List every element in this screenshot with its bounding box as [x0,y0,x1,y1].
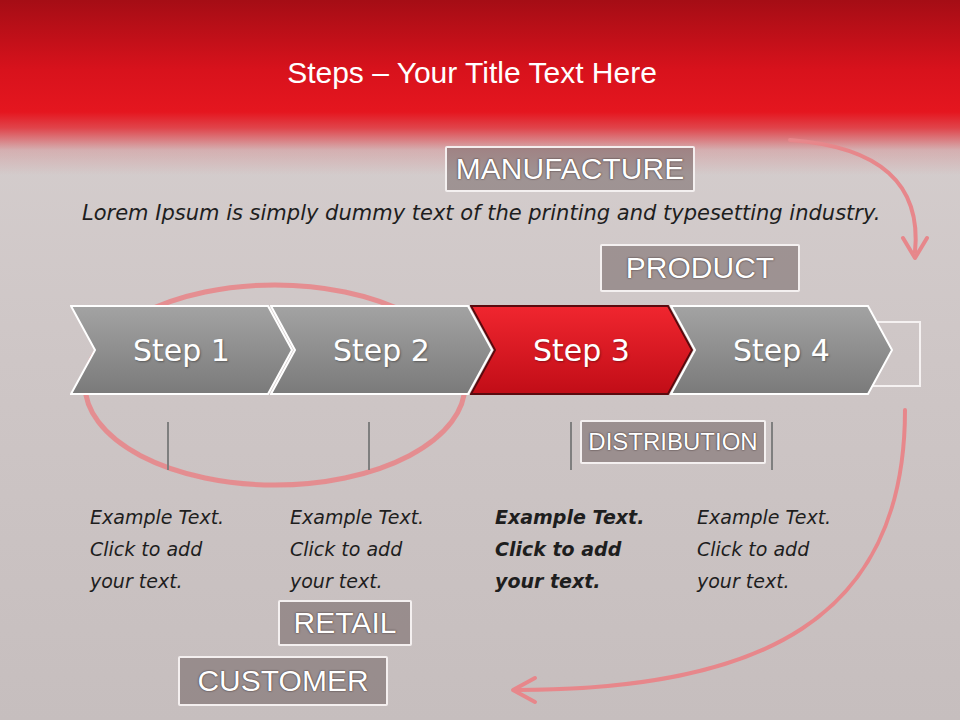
label-holder: Example Text. Click to add your text. [697,501,845,597]
step-label: Step 4 [733,333,830,368]
chalk-word: DISTRIBUTION [588,422,757,462]
step-description: Example Text. Click to add your text. [90,501,238,597]
leader-tick [771,422,773,470]
chalk-arrowhead [903,238,927,258]
label-holder: Example Text. Click to add your text. [290,501,438,597]
step-chevron: Step 2 [270,305,493,395]
chalk-word: MANUFACTURE [456,148,684,190]
label-holder: Lorem Ipsum is simply dummy text of the … [82,195,886,231]
step-label: Step 1 [133,333,230,368]
chalk-box: PRODUCT [600,244,800,292]
intro-text: Lorem Ipsum is simply dummy text of the … [82,195,886,231]
step-chevron: Step 4 [670,305,893,395]
chalk-word: PRODUCT [626,246,774,290]
title-holder: Steps – Your Title Text Here [0,52,944,94]
leader-tick [368,422,370,470]
chevron-text-holder: Step 3 [495,305,668,395]
chevron-outline [471,306,692,394]
step-chevron: Step 3 [470,305,693,395]
chevron-text-holder: Step 4 [695,305,868,395]
chalk-box: DISTRIBUTION [580,420,766,464]
step-description: Example Text. Click to add your text. [290,501,438,597]
step-chevron: Step 1 [70,305,293,395]
label-holder: Example Text. Click to add your text. [495,501,662,597]
chevron-text-holder: Step 2 [295,305,468,395]
label-holder: Example Text. Click to add your text. [90,501,238,597]
step-description: Example Text. Click to add your text. [495,501,662,597]
chevron-text-holder: Step 1 [95,305,268,395]
chalk-box: CUSTOMER [178,656,388,706]
chalk-arrowhead [513,678,535,702]
chalk-box: MANUFACTURE [445,146,695,192]
step-label: Step 3 [533,333,630,368]
step-label: Step 2 [333,333,430,368]
chevron-outline [671,306,892,394]
leader-tick [167,422,169,470]
chalk-word: CUSTOMER [197,658,368,704]
chevron-outline [71,306,292,394]
chalk-word: RETAIL [294,602,397,644]
chalk-arrow [790,140,916,252]
leader-tick [570,422,572,470]
chevron-outline [271,306,492,394]
chalk-box: RETAIL [278,600,412,646]
step-description: Example Text. Click to add your text. [697,501,845,597]
slide-title: Steps – Your Title Text Here [0,52,944,94]
